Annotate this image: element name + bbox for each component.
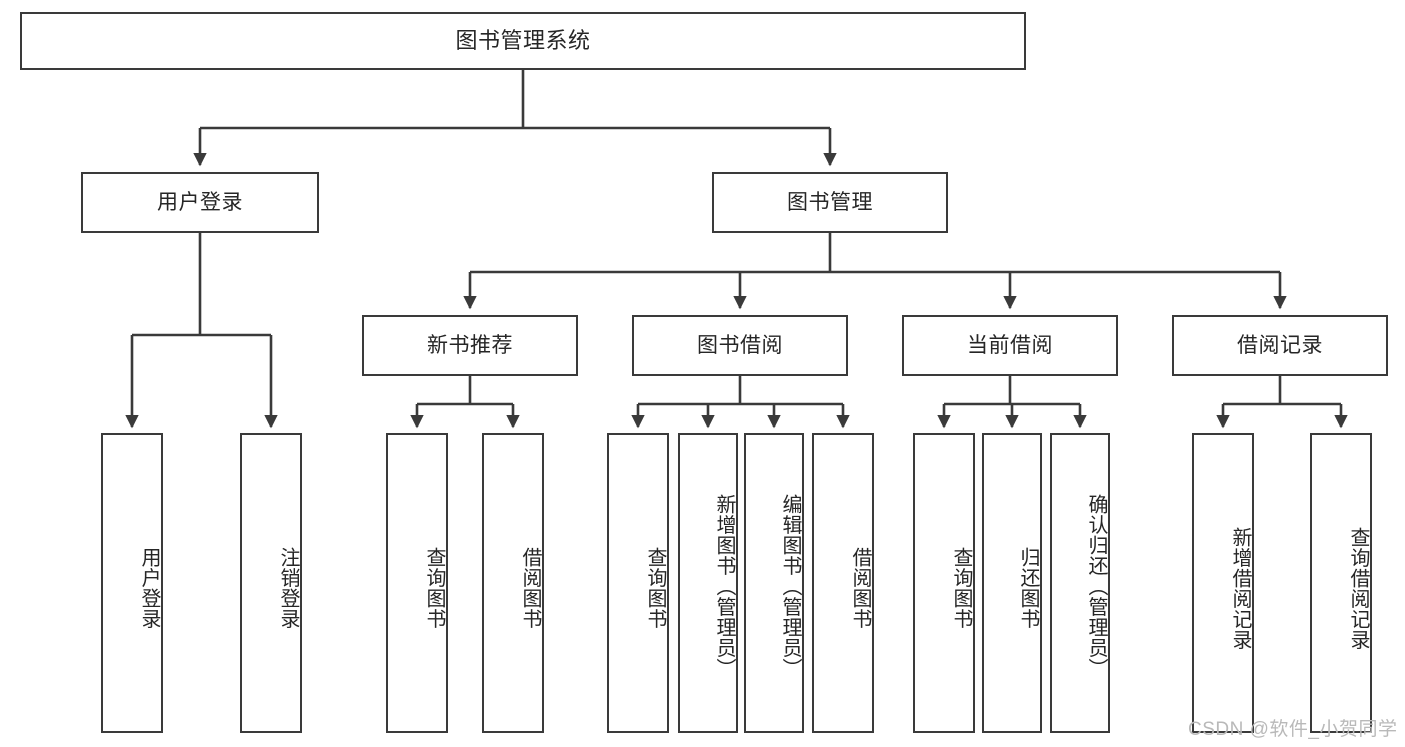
- node-leaf-edit-book[interactable]: 编辑图书（管理员）: [744, 433, 804, 733]
- node-leaf-borrow-book-2[interactable]: 借阅图书: [812, 433, 874, 733]
- csdn-watermark: CSDN @软件_小贺同学: [1188, 719, 1398, 740]
- node-leaf-query-book-3[interactable]: 查询图书: [913, 433, 975, 733]
- node-leaf-borrow-book-1[interactable]: 借阅图书: [482, 433, 544, 733]
- node-leaf-user-login[interactable]: 用户登录: [101, 433, 163, 733]
- node-user-login[interactable]: 用户登录: [81, 172, 319, 233]
- node-leaf-add-book[interactable]: 新增图书（管理员）: [678, 433, 738, 733]
- node-leaf-logout-login[interactable]: 注销登录: [240, 433, 302, 733]
- node-leaf-return-book[interactable]: 归还图书: [982, 433, 1042, 733]
- node-leaf-add-borrow-record[interactable]: 新增借阅记录: [1192, 433, 1254, 733]
- node-root[interactable]: 图书管理系统: [20, 12, 1026, 70]
- node-leaf-query-book-1[interactable]: 查询图书: [386, 433, 448, 733]
- node-current-borrow[interactable]: 当前借阅: [902, 315, 1118, 376]
- node-new-book-recommend[interactable]: 新书推荐: [362, 315, 578, 376]
- node-leaf-query-borrow-record[interactable]: 查询借阅记录: [1310, 433, 1372, 733]
- node-leaf-confirm-return[interactable]: 确认归还（管理员）: [1050, 433, 1110, 733]
- node-book-borrow[interactable]: 图书借阅: [632, 315, 848, 376]
- node-borrow-record[interactable]: 借阅记录: [1172, 315, 1388, 376]
- node-book-management[interactable]: 图书管理: [712, 172, 948, 233]
- node-leaf-query-book-2[interactable]: 查询图书: [607, 433, 669, 733]
